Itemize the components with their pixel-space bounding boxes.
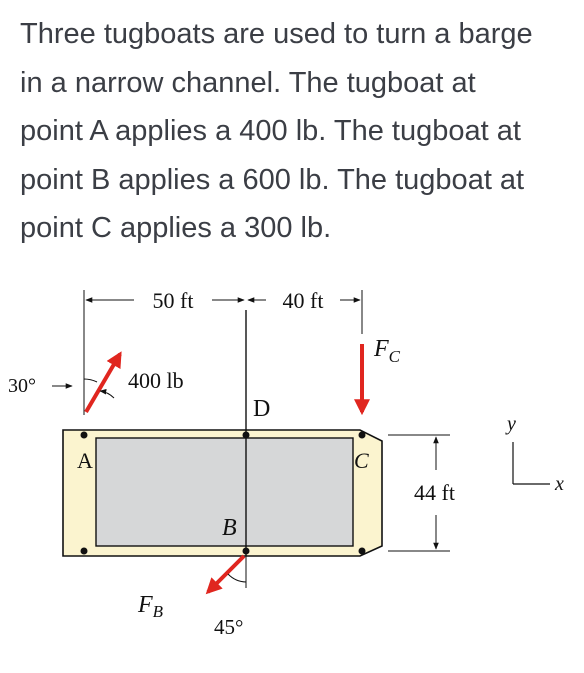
- dim-40ft-label: 40 ft: [283, 288, 324, 313]
- point-b-label: B: [222, 515, 237, 541]
- bollard-c-top: [358, 431, 366, 439]
- force-a-arc-arrow: [99, 389, 115, 399]
- point-a-label: A: [77, 448, 93, 473]
- point-d-label: D: [253, 396, 270, 422]
- force-b-angle-arc: [227, 573, 247, 583]
- angle-a-arc: [83, 378, 98, 383]
- force-c-sub: C: [389, 347, 401, 366]
- bollard-a-bottom: [80, 547, 88, 555]
- barge-diagram: 50 ft 40 ft 30° 400 lb FC A D C B 44 ft …: [8, 288, 564, 639]
- bollard-a-top: [80, 431, 88, 439]
- bollard-d: [242, 431, 250, 439]
- bollard-c-bottom: [358, 547, 366, 555]
- problem-line-1: Three tugboats are used to turn a barge: [20, 18, 533, 50]
- problem-line-4: point B applies a 600 lb. The tugboat at: [20, 163, 525, 196]
- problem-statement: Three tugboats are used to turn a barge …: [20, 10, 570, 253]
- angle-a-label: 30°: [8, 375, 36, 397]
- problem-line-3: point A applies a 400 lb. The tugboat at: [20, 115, 521, 148]
- force-c-main: F: [373, 336, 389, 362]
- x-axis-label: x: [554, 473, 564, 495]
- force-c-label: FC: [373, 336, 401, 366]
- force-a-label: 400 lb: [128, 368, 184, 393]
- force-b-label: FB: [137, 592, 164, 621]
- force-a-arrow: [84, 351, 122, 414]
- barge-deck-panel: [95, 437, 354, 547]
- point-c-label: C: [354, 448, 369, 473]
- force-b-sub: B: [153, 602, 164, 621]
- dim-50ft-label: 50 ft: [153, 288, 194, 313]
- force-b-main: F: [137, 592, 153, 618]
- y-axis-label: y: [505, 413, 516, 435]
- force-b-arrow: [205, 554, 246, 595]
- problem-line-5: point C applies a 300 lb.: [20, 212, 332, 245]
- bollard-b: [242, 547, 250, 555]
- problem-line-2: in a narrow channel. The tugboat at: [20, 66, 476, 99]
- dim-44ft-label: 44 ft: [414, 480, 455, 505]
- angle-b-label: 45°: [214, 615, 243, 639]
